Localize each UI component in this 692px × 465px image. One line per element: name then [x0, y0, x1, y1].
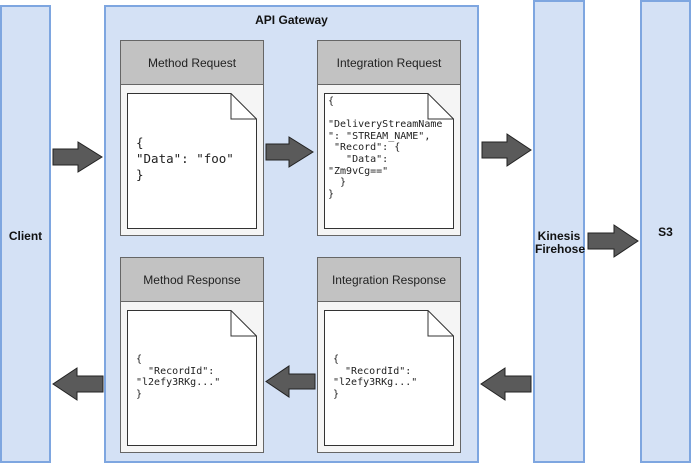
integration-response-title: Integration Response: [318, 258, 460, 302]
arrow-firehose-to-integration-response-icon: [480, 367, 532, 401]
integration-response-body: { "RecordId": "l2efy3RKg..." }: [333, 354, 418, 400]
s3-label: S3: [658, 225, 673, 239]
kinesis-firehose-column: Kinesis Firehose: [533, 0, 585, 463]
arrow-method-response-to-client-icon: [52, 367, 104, 401]
arrow-firehose-to-s3-icon: [587, 224, 639, 258]
api-gateway-container: API Gateway Method Request { "Data": "fo…: [104, 5, 479, 463]
integration-request-body: { "DeliveryStreamName ": "STREAM_NAME", …: [328, 96, 443, 200]
method-response-document: { "RecordId": "l2efy3RKg..." }: [127, 310, 257, 446]
document-icon: [127, 310, 257, 446]
method-request-document: { "Data": "foo" }: [127, 93, 257, 229]
integration-request-panel: Integration Request { "DeliveryStreamNam…: [317, 40, 461, 236]
method-response-panel: Method Response { "RecordId": "l2efy3RKg…: [120, 257, 264, 453]
method-request-panel: Method Request { "Data": "foo" }: [120, 40, 264, 236]
arrow-gateway-to-firehose-icon: [481, 133, 532, 167]
integration-response-document: { "RecordId": "l2efy3RKg..." }: [324, 310, 454, 446]
document-icon: [324, 310, 454, 446]
method-request-title: Method Request: [121, 41, 263, 85]
arrow-integration-to-method-response-icon: [265, 365, 316, 398]
s3-column: S3: [640, 0, 691, 463]
client-column: Client: [0, 5, 51, 463]
firehose-label-line2: Firehose: [535, 242, 586, 256]
method-request-body: { "Data": "foo" }: [136, 135, 234, 182]
api-gateway-title: API Gateway: [255, 13, 328, 27]
method-response-title: Method Response: [121, 258, 263, 302]
document-icon: [127, 93, 257, 229]
integration-request-document: { "DeliveryStreamName ": "STREAM_NAME", …: [324, 93, 454, 229]
firehose-label-line1: Kinesis: [537, 229, 581, 243]
arrow-client-to-method-request-icon: [52, 141, 103, 173]
method-response-body: { "RecordId": "l2efy3RKg..." }: [136, 354, 221, 400]
integration-response-panel: Integration Response { "RecordId": "l2ef…: [317, 257, 461, 453]
arrow-method-to-integration-request-icon: [265, 136, 314, 168]
client-label: Client: [8, 229, 43, 243]
integration-request-title: Integration Request: [318, 41, 460, 85]
document-icon: [324, 93, 454, 229]
